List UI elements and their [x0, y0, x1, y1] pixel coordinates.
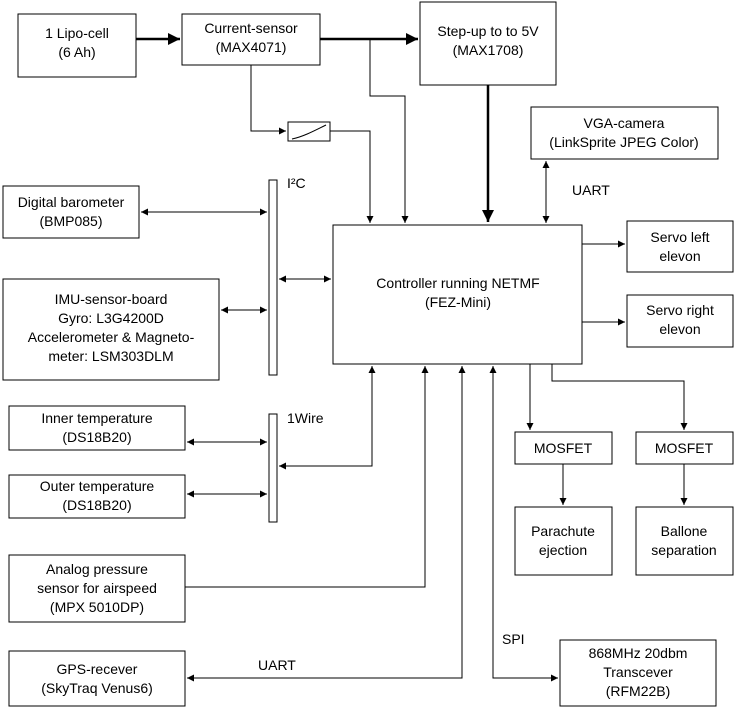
gps-block: GPS-recever (SkyTraq Venus6) — [8, 650, 186, 707]
analog-pressure-line-3: (MPX 5010DP) — [50, 599, 144, 615]
gps-line-2: (SkyTraq Venus6) — [41, 680, 153, 696]
stepup-line-2: (MAX1708) — [453, 42, 524, 58]
analog-pressure-line-2: sensor for airspeed — [37, 580, 157, 596]
servo-left-block: Servo left elevon — [626, 220, 734, 273]
controller-line-1: Controller running NETMF — [376, 275, 539, 291]
transceiver-spi-arrow — [489, 366, 558, 682]
gps-line-1: GPS-recever — [57, 661, 138, 677]
spi-label: SPI — [502, 631, 525, 647]
current-sensor-block: Current-sensor (MAX4071) — [181, 13, 321, 66]
pressure-to-controller-arrow — [185, 366, 429, 588]
onewire-bus — [268, 413, 278, 523]
current-sensor-line-2: (MAX4071) — [216, 39, 287, 55]
outer-temperature-line-1: Outer temperature — [40, 478, 155, 494]
mosfet-parachute-block: MOSFET — [514, 431, 613, 465]
imu-line-4: meter: LSM303DLM — [48, 348, 173, 364]
barometer-block: Digital barometer (BMP085) — [2, 185, 140, 239]
ballone-line-2: separation — [651, 542, 716, 558]
vga-camera-line-1: VGA-camera — [584, 115, 665, 131]
inner-temperature-line-2: (DS18B20) — [62, 429, 131, 445]
transceiver-line-3: (RFM22B) — [606, 683, 671, 699]
mosfet-parachute-label: MOSFET — [534, 440, 593, 456]
parachute-line-2: ejection — [539, 542, 587, 558]
outer-temperature-block: Outer temperature (DS18B20) — [8, 474, 186, 519]
i2c-bus — [268, 179, 278, 376]
lipo-cell-line-2: (6 Ah) — [58, 44, 95, 60]
ballone-block: Ballone separation — [635, 506, 734, 576]
servo-right-block: Servo right elevon — [626, 294, 734, 348]
onewire-label: 1Wire — [287, 410, 324, 426]
lipo-cell-block: 1 Lipo-cell (6 Ah) — [17, 13, 137, 78]
transceiver-block: 868MHz 20dbm Transcever (RFM22B) — [559, 639, 717, 707]
analog-pressure-line-1: Analog pressure — [46, 561, 148, 577]
vga-camera-line-2: (LinkSprite JPEG Color) — [549, 134, 698, 150]
servo-right-line-1: Servo right — [646, 302, 714, 318]
power-sense-to-controller-arrow — [369, 39, 409, 223]
barometer-line-2: (BMP085) — [39, 213, 102, 229]
imu-line-1: IMU-sensor-board — [55, 291, 168, 307]
mosfet-ballone-label: MOSFET — [655, 440, 714, 456]
imu-line-3: Accelerometer & Magneto- — [28, 329, 195, 345]
i2c-label: I²C — [287, 175, 306, 191]
servo-left-line-1: Servo left — [650, 229, 709, 245]
controller-block: Controller running NETMF (FEZ-Mini) — [332, 224, 583, 365]
shunt-symbol — [287, 121, 331, 142]
inner-temperature-line-1: Inner temperature — [41, 410, 152, 426]
stepup-block: Step-up to to 5V (MAX1708) — [419, 1, 557, 86]
analog-pressure-block: Analog pressure sensor for airspeed (MPX… — [8, 554, 186, 623]
parachute-line-1: Parachute — [531, 523, 595, 539]
shunt-to-controller-arrow — [330, 130, 374, 223]
gps-uart-arrow — [187, 366, 466, 682]
servo-right-line-2: elevon — [659, 321, 700, 337]
barometer-line-1: Digital barometer — [18, 194, 125, 210]
servo-left-line-2: elevon — [659, 248, 700, 264]
transceiver-line-1: 868MHz 20dbm — [589, 645, 688, 661]
current-sensor-line-1: Current-sensor — [204, 20, 298, 36]
outer-temperature-line-2: (DS18B20) — [62, 497, 131, 513]
current-to-shunt-arrow — [250, 65, 286, 135]
imu-line-2: Gyro: L3G4200D — [58, 310, 164, 326]
controller-line-2: (FEZ-Mini) — [425, 294, 491, 310]
vga-camera-block: VGA-camera (LinkSprite JPEG Color) — [530, 106, 719, 160]
uart-camera-label: UART — [572, 182, 610, 198]
ballone-line-1: Ballone — [661, 523, 708, 539]
imu-block: IMU-sensor-board Gyro: L3G4200D Accelero… — [2, 278, 220, 381]
inner-temperature-block: Inner temperature (DS18B20) — [8, 405, 186, 451]
stepup-line-1: Step-up to to 5V — [437, 23, 539, 39]
controller-mosfet2-arrow — [551, 364, 688, 430]
parachute-block: Parachute ejection — [514, 506, 613, 576]
transceiver-line-2: Transcever — [603, 664, 673, 680]
lipo-cell-line-1: 1 Lipo-cell — [45, 25, 109, 41]
uart-gps-label: UART — [258, 657, 296, 673]
mosfet-ballone-block: MOSFET — [635, 431, 734, 465]
